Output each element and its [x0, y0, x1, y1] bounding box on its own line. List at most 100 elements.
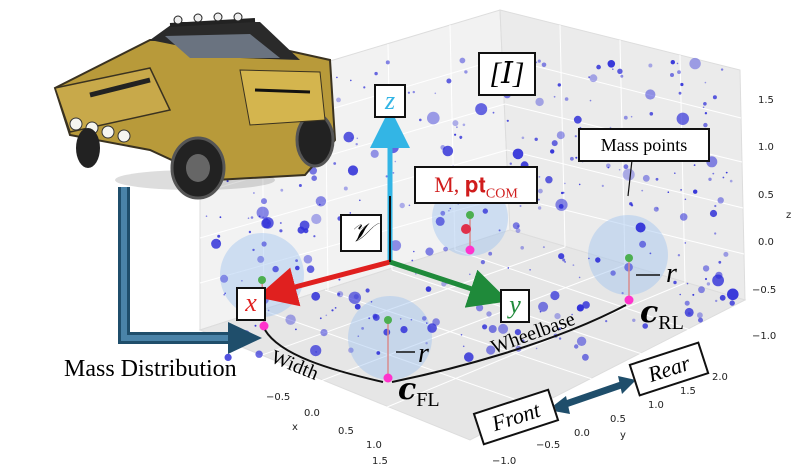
mass-point: [521, 136, 525, 140]
mass-point: [415, 273, 417, 275]
mass-point: [575, 156, 578, 159]
mass-point: [677, 70, 681, 74]
mass-point: [311, 213, 322, 225]
mass-point: [446, 78, 452, 84]
mass-point: [573, 115, 582, 124]
radius-markers: [396, 274, 660, 353]
mass-point: [248, 230, 252, 234]
contact-rl-symbol: 𝒄: [640, 296, 659, 329]
y-axis-title: y: [620, 430, 626, 441]
mass-point: [256, 206, 269, 219]
mass-point: [498, 323, 509, 334]
mass-point: [464, 352, 474, 362]
mass-point: [480, 260, 485, 265]
x-tick: 1.0: [366, 440, 382, 451]
mass-point: [462, 123, 466, 127]
mass-point: [703, 102, 707, 106]
mass-point: [715, 299, 718, 303]
radius-label-rear: r: [666, 258, 677, 289]
mass-point: [574, 135, 577, 138]
mass-point: [400, 326, 408, 334]
mass-point: [606, 163, 611, 169]
mass-point: [686, 282, 689, 285]
mass-point: [645, 89, 656, 100]
mass-point: [642, 174, 650, 182]
z-tick: 1.5: [758, 95, 774, 106]
mass-point: [427, 111, 440, 125]
mass-point: [354, 303, 361, 310]
mass-point: [632, 318, 636, 322]
mass-point: [390, 240, 402, 251]
mass-point: [537, 198, 540, 201]
width-bracket: [264, 329, 384, 383]
mass-point: [679, 213, 688, 221]
mass-point: [677, 254, 681, 257]
mass-point: [261, 218, 271, 229]
mass-points-label: Mass points: [578, 128, 710, 162]
mass-point: [712, 274, 724, 287]
mass-point: [267, 222, 269, 224]
mass-point: [412, 90, 415, 94]
mass-point: [712, 172, 715, 175]
com-label-text: M, 𝐩𝐭: [434, 172, 486, 197]
mass-point: [348, 291, 361, 304]
mass-point: [347, 165, 359, 176]
mass-point: [618, 168, 621, 171]
mass-point: [553, 95, 556, 98]
mass-point: [550, 149, 555, 154]
mass-point: [482, 324, 488, 330]
wheel-center-marker: [625, 254, 633, 262]
mass-point: [709, 209, 718, 218]
mass-point: [704, 277, 708, 281]
mass-point: [605, 320, 608, 323]
mass-point: [680, 189, 682, 191]
mass-point: [578, 183, 581, 186]
mass-point: [582, 301, 590, 309]
mass-point: [576, 336, 587, 346]
mass-point: [582, 353, 589, 361]
mass-point: [698, 286, 705, 294]
mass-point: [211, 238, 222, 249]
mass-point: [622, 168, 635, 181]
wheel-center-marker: [258, 276, 266, 284]
mass-point: [702, 106, 705, 109]
mass-point: [486, 345, 496, 355]
mass-point: [641, 189, 644, 192]
x-tick: −0.5: [266, 392, 291, 403]
mass-point: [408, 204, 411, 207]
mass-point: [725, 171, 728, 174]
mass-point: [529, 269, 531, 271]
mass-point: [693, 164, 696, 167]
mass-point: [295, 265, 300, 271]
mass-point: [509, 162, 512, 165]
mass-point: [252, 248, 255, 252]
mass-point: [571, 313, 573, 316]
mass-point: [272, 265, 279, 273]
mass-point: [559, 328, 561, 331]
mass-point: [425, 342, 428, 345]
mass-point: [714, 232, 717, 235]
mass-point: [435, 216, 445, 226]
mass-point: [365, 288, 370, 293]
mass-point: [703, 122, 708, 128]
mass-point: [363, 86, 366, 89]
mass-point: [298, 184, 302, 187]
mass-point: [535, 97, 544, 107]
mass-point: [538, 188, 543, 194]
mass-point: [574, 344, 579, 349]
mass-point: [684, 242, 687, 244]
contact-fl-subscript: FL: [416, 389, 440, 411]
mass-point: [440, 210, 446, 216]
mass-point: [279, 229, 283, 233]
contact-rl-subscript: RL: [658, 312, 684, 334]
y-tick: −1.0: [492, 456, 517, 467]
contact-fl-symbol: 𝒄: [398, 373, 417, 406]
com-marker: [461, 224, 471, 234]
mass-point: [311, 291, 321, 301]
mass-point: [673, 280, 677, 285]
mass-point: [539, 310, 542, 313]
mass-distribution-arrow: [118, 187, 262, 354]
mass-point: [261, 198, 267, 205]
mass-point: [507, 267, 510, 269]
y-tick: 0.5: [610, 414, 626, 425]
